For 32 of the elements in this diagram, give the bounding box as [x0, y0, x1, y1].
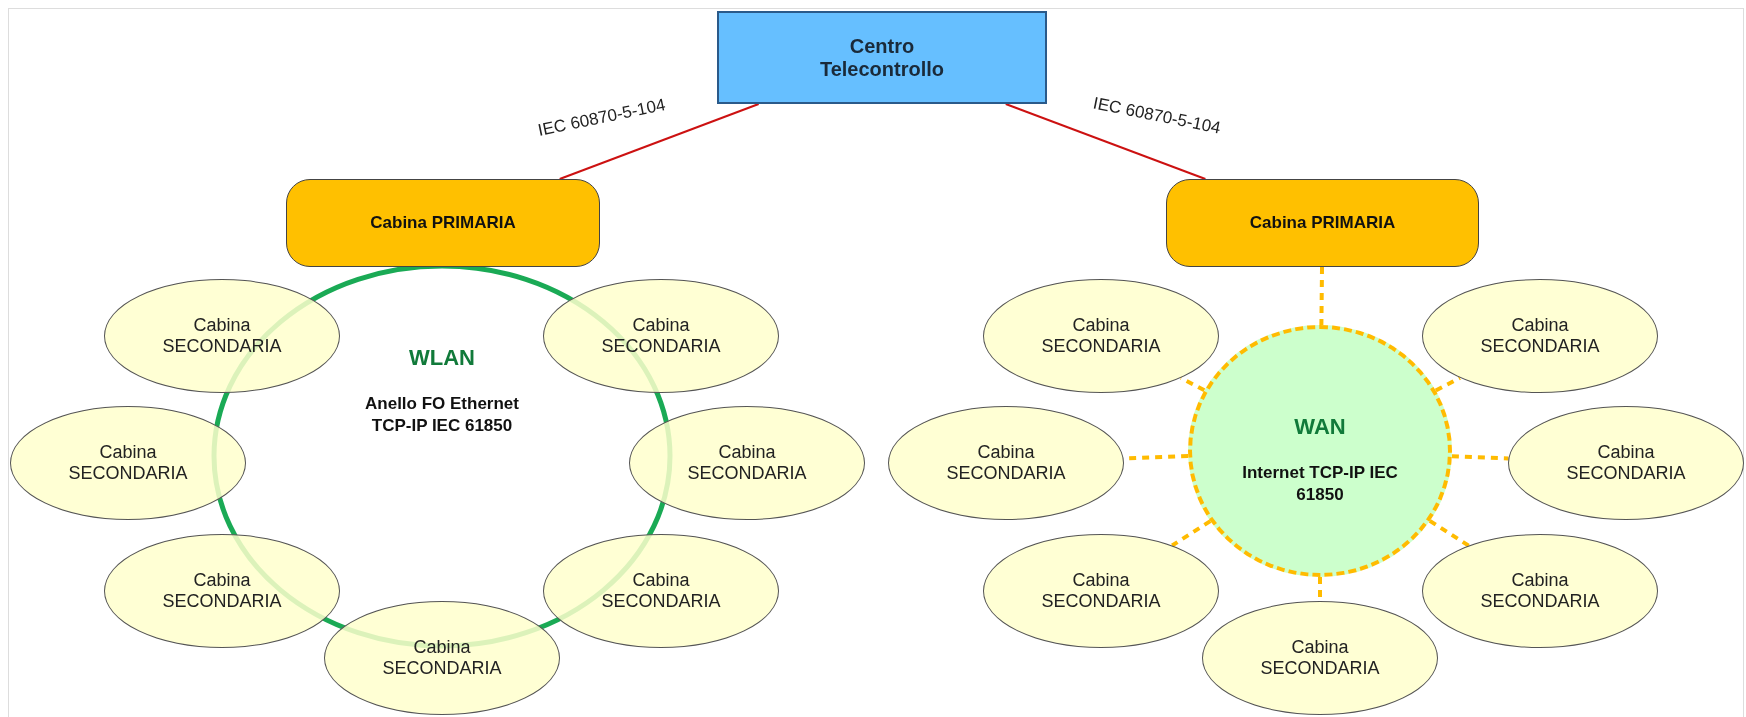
primary-substation-box [1166, 179, 1479, 267]
network-title: WLAN [409, 345, 475, 371]
connector-line [1319, 266, 1324, 326]
connector-line [1171, 519, 1212, 548]
connector-line [1434, 376, 1461, 393]
node-label: Cabina SECONDARIA [1040, 570, 1162, 612]
node-label: Cabina SECONDARIA [945, 442, 1067, 484]
node-label: Cabina PRIMARIA [370, 213, 516, 233]
node-label: Cabina SECONDARIA [600, 570, 722, 612]
node-label: Cabina SECONDARIA [67, 442, 189, 484]
control-center-box [717, 11, 1047, 104]
network-description: Anello FO Ethernet TCP-IP IEC 61850 [364, 393, 520, 438]
node-label: Cabina SECONDARIA [1479, 315, 1601, 357]
node-label: Cabina SECONDARIA [1259, 637, 1381, 679]
connector-line [1179, 376, 1206, 393]
node-label: Cabina SECONDARIA [1040, 315, 1162, 357]
node-label: Cabina SECONDARIA [381, 637, 503, 679]
network-description: Internet TCP-IP IEC 61850 [1241, 462, 1399, 507]
node-label: Cabina SECONDARIA [1565, 442, 1687, 484]
connector-line [1428, 519, 1470, 548]
connector-line [1004, 103, 1207, 180]
node-label: Cabina SECONDARIA [600, 315, 722, 357]
node-label: Cabina SECONDARIA [161, 570, 283, 612]
node-label: Cabina PRIMARIA [1249, 213, 1396, 233]
connector-line [1451, 454, 1509, 461]
node-label: Cabina SECONDARIA [161, 315, 283, 357]
node-label: Cabina SECONDARIA [686, 442, 808, 484]
network-title: WAN [1294, 414, 1346, 440]
node-label: Cabina SECONDARIA [1479, 570, 1601, 612]
connector-line [558, 103, 760, 180]
node-label: Centro Telecontrollo [818, 34, 946, 81]
primary-substation-box [286, 179, 600, 267]
